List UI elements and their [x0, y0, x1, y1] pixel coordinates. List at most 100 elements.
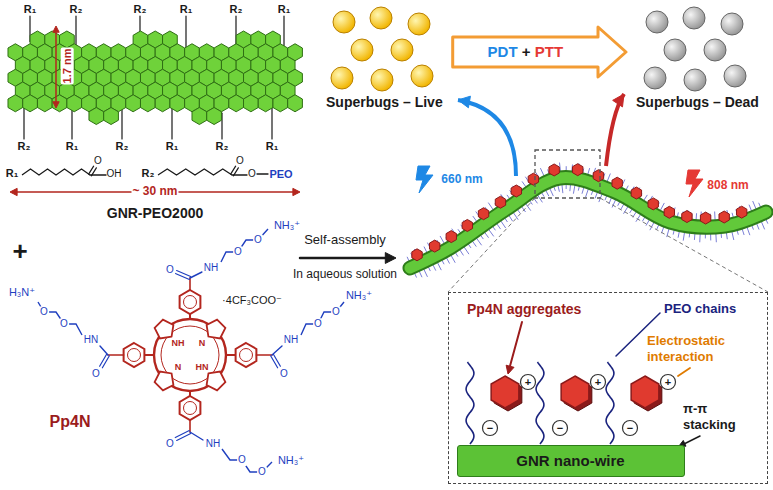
- arrow-head: [613, 94, 624, 107]
- carbonyl-bond: [177, 433, 191, 440]
- carbon-ring: [52, 95, 67, 112]
- zoom-guide: [600, 198, 768, 292]
- atom-label: O: [233, 246, 243, 258]
- aromatic-circle: [184, 296, 197, 309]
- bond: [232, 174, 247, 175]
- annotation-text: PEO chains: [664, 301, 736, 317]
- carbon-ring: [170, 95, 185, 112]
- atom-label: NH: [171, 338, 186, 348]
- pp4n-hexagon: [478, 208, 488, 220]
- reaction-arrow-line: [300, 257, 386, 260]
- bacteria-group: Superbugs – Live: [322, 6, 447, 115]
- arrow-head: [293, 188, 300, 195]
- arrow-head: [53, 26, 59, 32]
- bacterium: [351, 39, 373, 61]
- peo-chain: [221, 229, 268, 262]
- substituent-label: R₁: [278, 3, 291, 16]
- process-arrow: [453, 27, 626, 77]
- formula-label: R₁: [6, 167, 19, 180]
- pp4n-aggregates: [412, 164, 747, 261]
- charge-circle: [661, 375, 676, 390]
- annotation-text: Pp4N aggregates: [467, 301, 581, 318]
- arrow-head: [506, 365, 514, 374]
- compound-name: GNR-PEO2000: [107, 205, 203, 221]
- pp4n-hexagon: [631, 187, 641, 199]
- node-label: GNR nano-wire: [516, 452, 624, 470]
- carbon-ring: [288, 95, 303, 112]
- atom-label: O: [39, 306, 49, 318]
- bacterium: [704, 39, 726, 61]
- carbonyl-bond: [273, 354, 280, 366]
- charge-circle: [521, 375, 536, 390]
- substituent-label: R₂: [134, 3, 147, 16]
- peo-hair: [407, 163, 767, 277]
- phenyl-ring: [124, 343, 145, 367]
- carbon-ring: [23, 95, 38, 112]
- pp4n-hexagon: [446, 231, 456, 243]
- nanowire-core: [410, 178, 766, 268]
- bacterium: [644, 67, 666, 89]
- edge-label-part: +: [522, 43, 531, 60]
- charge-sign: +: [595, 376, 601, 389]
- substituent-label: R₁: [24, 3, 37, 16]
- macrocycle: [154, 319, 226, 391]
- bacteria-group: Superbugs – Dead: [632, 6, 763, 115]
- bacterium: [408, 13, 430, 35]
- peo-chain: [301, 302, 344, 335]
- formula-label: O: [94, 155, 102, 167]
- pp4n-hexagon: [736, 206, 746, 218]
- compound-name: Pp4N: [50, 413, 91, 431]
- atom-label: NH₃⁺: [274, 219, 300, 232]
- atom-label: O: [237, 454, 247, 466]
- edge-label-part: [531, 43, 535, 60]
- substituent-label: R₂: [116, 140, 129, 153]
- bacterium: [664, 39, 686, 61]
- pp4n-hexagon: [511, 185, 521, 197]
- atom-label: HN: [83, 334, 99, 346]
- pp4n-hexagon: [495, 196, 505, 208]
- carbon-ring: [37, 95, 52, 112]
- bacterium: [391, 39, 413, 61]
- charge-circle: [483, 421, 498, 436]
- charge-circle: [623, 421, 638, 436]
- amide-bond: [190, 432, 203, 440]
- bacteria-cells: [324, 6, 444, 94]
- substituent-label: R₂: [18, 140, 31, 153]
- pyrrole-ring: [207, 372, 226, 391]
- atom-label: HN: [195, 362, 210, 372]
- atom-label: O: [165, 438, 175, 450]
- formula-label: PEO: [269, 168, 292, 181]
- pp4n-hexagon: [593, 170, 603, 182]
- carbon-ring: [89, 108, 104, 125]
- peo-chain: [38, 302, 82, 335]
- atom-label: O: [59, 318, 69, 330]
- bacterium: [331, 67, 353, 89]
- substituent-label: R₂: [216, 140, 229, 153]
- formula-label: O: [236, 155, 244, 167]
- substituent-label: R₁: [166, 140, 179, 153]
- edge-label-part: PDT: [488, 43, 518, 60]
- atom-label: NH₃⁺: [346, 289, 372, 302]
- carbon-ring: [155, 95, 170, 112]
- annotation-text: Electrostatic interaction: [647, 333, 763, 364]
- light-bolt: [416, 166, 433, 193]
- peo-chain: [606, 362, 614, 444]
- carbonyl-bond: [102, 356, 109, 368]
- pp4n-hexagon: [719, 211, 729, 223]
- charge-sign: +: [665, 376, 671, 389]
- counterion-label: ·4CF₃COO⁻: [222, 294, 282, 307]
- carbon-ring: [244, 95, 259, 112]
- leader-line: [510, 322, 522, 366]
- charge-circle: [591, 375, 606, 390]
- arrow-head: [458, 96, 470, 108]
- formula-label: R₂: [142, 167, 155, 180]
- peo-chain: [466, 362, 474, 444]
- pyrrole-ring: [207, 320, 226, 339]
- pp4n-hexagon: [429, 240, 439, 252]
- atom-label: O: [313, 318, 323, 330]
- annotation-text: π-π stacking: [683, 401, 763, 432]
- phenyl-ring: [180, 290, 201, 314]
- plus-sign: +: [12, 237, 27, 267]
- bacterium: [724, 65, 746, 87]
